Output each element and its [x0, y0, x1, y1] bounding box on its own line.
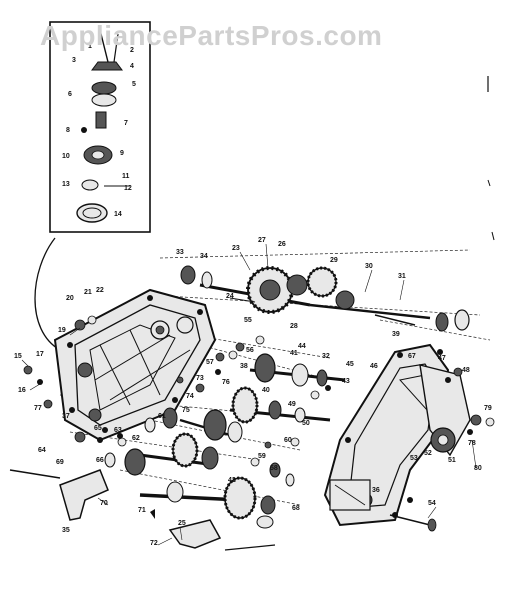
- callout-33: 33: [176, 249, 184, 256]
- callout-48: 48: [462, 367, 470, 374]
- label-leaders: [21, 243, 477, 546]
- callout-78: 78: [468, 440, 476, 447]
- callout-55: 55: [244, 317, 252, 324]
- inset-leader-curve: [34, 237, 61, 351]
- callout-65: 65: [94, 425, 102, 432]
- right-housing-half: [323, 343, 471, 527]
- callout-50: 50: [302, 420, 310, 427]
- margin-marks: [487, 76, 495, 241]
- callout-38: 38: [240, 363, 248, 370]
- callout-56: 56: [246, 347, 254, 354]
- callout-54: 54: [428, 500, 436, 507]
- callout-labels: 15 16 17 19 20 21 22 23 24 25 26 27 28 2…: [14, 237, 492, 547]
- callout-inset-5: 5: [132, 81, 136, 88]
- callout-62: 62: [132, 435, 140, 442]
- callout-63: 63: [114, 427, 122, 434]
- callout-79: 79: [484, 405, 492, 412]
- callout-35: 35: [62, 527, 70, 534]
- lower-gear-cluster: [104, 432, 295, 529]
- callout-inset-11: 11: [122, 173, 130, 180]
- callout-inset-4: 4: [130, 63, 134, 70]
- callout-51: 51: [448, 457, 456, 464]
- callout-inset-7: 7: [124, 120, 128, 127]
- callout-39: 39: [392, 331, 400, 338]
- callout-25: 25: [178, 520, 186, 527]
- callout-41: 41: [290, 350, 298, 357]
- callout-69: 69: [56, 459, 64, 466]
- callout-inset-10: 10: [62, 153, 70, 160]
- callout-30: 30: [365, 263, 373, 270]
- callout-inset-1: 1: [88, 43, 92, 50]
- callout-21: 21: [84, 289, 92, 296]
- callout-45: 45: [346, 361, 354, 368]
- callout-43: 43: [342, 378, 350, 385]
- callout-42: 42: [228, 477, 236, 484]
- callout-57: 57: [206, 359, 214, 366]
- callout-34: 34: [200, 253, 208, 260]
- callout-53: 53: [410, 455, 418, 462]
- callout-24: 24: [226, 293, 234, 300]
- callout-72: 72: [150, 540, 158, 547]
- callout-47: 47: [438, 355, 446, 362]
- callout-71: 71: [138, 507, 146, 514]
- callout-44: 44: [298, 343, 306, 350]
- callout-inset-12: 12: [124, 185, 132, 192]
- callout-23: 23: [232, 245, 240, 252]
- callout-77: 77: [34, 405, 42, 412]
- callout-27: 27: [258, 237, 266, 244]
- inset-part-stack: [76, 29, 130, 223]
- callout-74: 74: [186, 393, 194, 400]
- callout-inset-6: 6: [68, 91, 72, 98]
- callout-58: 58: [270, 465, 278, 472]
- callout-80: 80: [474, 465, 482, 472]
- callout-70: 70: [100, 500, 108, 507]
- small-hardware: [23, 315, 495, 503]
- callout-32: 32: [322, 353, 330, 360]
- callout-68: 68: [292, 505, 300, 512]
- callout-61: 61: [158, 413, 166, 420]
- inset-detail-box: 1 2 3 4 5 6 7 8 9 10 11 12 13 14: [49, 21, 151, 233]
- callout-16: 16: [18, 387, 26, 394]
- callout-inset-2: 2: [130, 47, 134, 54]
- callout-76: 76: [222, 379, 230, 386]
- callout-15: 15: [14, 353, 22, 360]
- callout-28: 28: [290, 323, 298, 330]
- callout-46: 46: [370, 363, 378, 370]
- callout-22: 22: [96, 287, 104, 294]
- callout-inset-9: 9: [120, 150, 124, 157]
- callout-inset-3: 3: [72, 57, 76, 64]
- callout-inset-14: 14: [114, 211, 122, 218]
- callout-59: 59: [258, 453, 266, 460]
- shift-brackets: [9, 469, 437, 551]
- callout-20: 20: [66, 295, 74, 302]
- upper-sprocket-shaft: [180, 265, 470, 332]
- callout-60: 60: [284, 437, 292, 444]
- callout-37: 37: [62, 413, 70, 420]
- callout-inset-13: 13: [62, 181, 70, 188]
- callout-29: 29: [330, 257, 338, 264]
- callout-64: 64: [38, 447, 46, 454]
- callout-19: 19: [58, 327, 66, 334]
- callout-75: 75: [182, 407, 190, 414]
- callout-26: 26: [278, 241, 286, 248]
- callout-inset-8: 8: [66, 127, 70, 134]
- callout-49: 49: [288, 401, 296, 408]
- callout-36: 36: [372, 487, 380, 494]
- callout-73: 73: [196, 375, 204, 382]
- callout-17: 17: [36, 351, 44, 358]
- callout-67: 67: [408, 353, 416, 360]
- middle-gear-cluster: [144, 353, 346, 443]
- watermark-text: AppliancePartsPros.com: [40, 20, 383, 51]
- callout-52: 52: [424, 450, 432, 457]
- callout-40: 40: [262, 387, 270, 394]
- callout-31: 31: [398, 273, 406, 280]
- left-housing-half: [53, 288, 217, 442]
- callout-66: 66: [96, 457, 104, 464]
